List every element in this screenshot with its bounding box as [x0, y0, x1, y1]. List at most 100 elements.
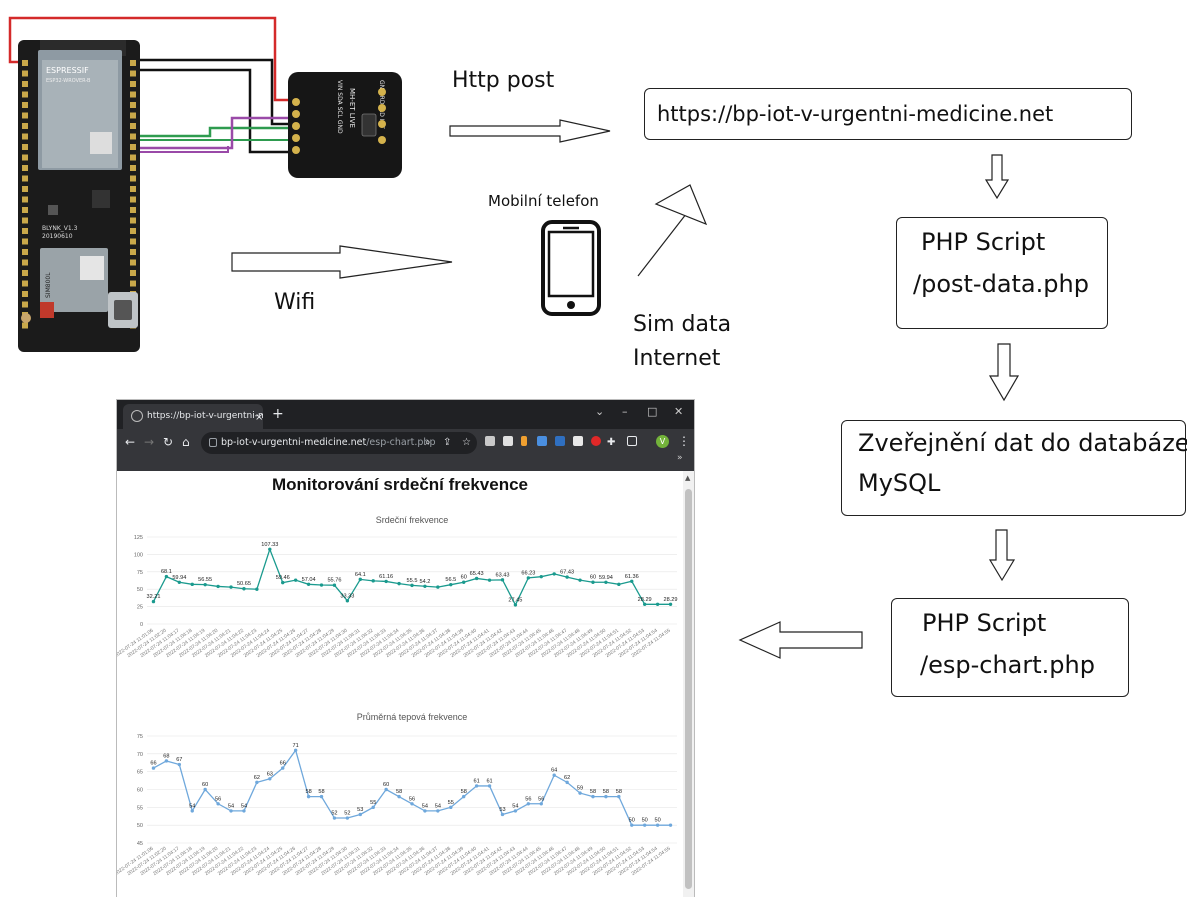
header-pin — [22, 280, 28, 287]
extension-icon-6[interactable] — [573, 436, 583, 446]
menu-kebab-icon[interactable]: ⋮ — [678, 434, 690, 448]
data-point — [539, 574, 543, 579]
arrow-down-2 — [988, 343, 1020, 402]
data-point — [526, 576, 531, 580]
data-point — [552, 773, 556, 777]
data-point — [358, 812, 362, 817]
data-label: 66 — [280, 761, 286, 767]
y-tick-label: 70 — [137, 752, 143, 758]
data-point — [397, 794, 401, 799]
scrollbar[interactable]: ▲ — [683, 471, 694, 897]
header-pin — [130, 270, 136, 276]
php-esp-chart-box: PHP Script /esp-chart.php — [891, 598, 1129, 697]
y-tick-label: 25 — [137, 605, 143, 611]
data-point — [436, 585, 440, 589]
new-tab-button[interactable]: + — [272, 406, 284, 422]
data-point — [630, 579, 634, 583]
browser-tab[interactable]: https://bp-iot-v-urgentni-medic × — [123, 404, 263, 429]
header-pin — [22, 259, 28, 266]
bookmarks-overflow-icon[interactable]: » — [677, 453, 683, 463]
data-point — [487, 784, 492, 788]
data-label: 50 — [642, 818, 648, 824]
data-label: 52 — [344, 811, 350, 817]
home-icon[interactable]: ⌂ — [182, 435, 190, 449]
page-title: Monitorování srdeční frekvence — [271, 475, 529, 494]
data-point — [487, 578, 492, 582]
arrow-sim-shaft — [637, 208, 691, 277]
extension-icon-3[interactable] — [521, 436, 527, 446]
data-point — [578, 791, 582, 795]
puzzle-icon[interactable]: ✚ — [607, 437, 616, 448]
header-pin — [130, 249, 136, 255]
y-tick-label: 0 — [140, 622, 143, 628]
data-label: 56 — [538, 796, 544, 802]
php-chart-title: PHP Script — [922, 609, 1047, 637]
data-label: 107.33 — [261, 542, 278, 548]
data-label: 53 — [499, 807, 505, 813]
data-point — [306, 582, 311, 587]
header-pin — [22, 322, 28, 329]
extension-icon-1[interactable] — [485, 436, 495, 446]
extension-icon-4[interactable] — [537, 436, 547, 446]
data-label: 67.43 — [560, 570, 574, 576]
data-label: 54 — [435, 803, 441, 809]
reload-icon[interactable]: ↻ — [163, 435, 174, 449]
mobile-phone-label: Mobilní telefon — [488, 192, 599, 210]
address-bar[interactable]: bp-iot-v-urgentni-medicine.net/esp-chart… — [201, 432, 477, 454]
db-name: MySQL — [858, 469, 941, 497]
close-tab-icon[interactable]: × — [255, 412, 263, 423]
data-label: 56 — [409, 796, 415, 802]
header-pin — [22, 186, 28, 192]
data-label: 58 — [590, 789, 596, 795]
header-pin — [130, 81, 136, 87]
scrollbar-thumb[interactable] — [685, 489, 692, 889]
data-label: 54 — [512, 803, 518, 809]
side-panel-icon[interactable] — [627, 436, 637, 446]
profile-avatar[interactable]: V — [656, 435, 669, 448]
board-name: BLYNK_V1.3 — [42, 225, 78, 232]
header-pin — [22, 123, 28, 129]
mysql-database-box: Zveřejnění dat do databáze MySQL — [841, 420, 1187, 516]
server-url: https://bp-iot-v-urgentni-medicine.net — [657, 102, 1054, 126]
scroll-up-icon[interactable]: ▲ — [685, 474, 691, 482]
tab-search-icon[interactable]: ⌄ — [595, 405, 605, 418]
browser-window: https://bp-iot-v-urgentni-medic × + ⌄ – … — [117, 400, 694, 897]
data-label: 59.94 — [172, 575, 186, 581]
esp32-board-illustration: ESPRESSIF ESP32-WROVER-B BLYNK_V1.3 2019… — [8, 16, 402, 352]
data-point — [630, 823, 634, 827]
mobile-phone-icon — [541, 220, 601, 316]
data-label: 63 — [267, 771, 273, 777]
data-point — [436, 809, 440, 813]
data-label: 55 — [448, 800, 454, 806]
data-point — [500, 812, 505, 817]
close-window-icon[interactable]: ✕ — [674, 405, 684, 418]
charts-area: Srdeční frekvence025507510012532.212022-… — [117, 515, 678, 877]
share-icon[interactable]: ⇪ — [443, 437, 452, 448]
php-post-data-box: PHP Script /post-data.php — [896, 217, 1108, 329]
back-icon[interactable]: ← — [125, 435, 136, 449]
forward-icon[interactable]: → — [144, 435, 155, 449]
sensor-pins: VIN SDA SCL GND — [336, 80, 343, 134]
bookmark-star-icon[interactable]: ☆ — [462, 437, 471, 448]
maximize-icon[interactable]: □ — [647, 405, 658, 418]
data-label: 59.94 — [599, 575, 613, 581]
header-pin — [22, 207, 28, 213]
data-point — [552, 572, 556, 576]
usb-chip — [92, 190, 110, 208]
data-label: 56.5 — [445, 577, 456, 583]
data-label: 56.55 — [198, 577, 212, 583]
extension-icon-7[interactable] — [591, 436, 601, 446]
extension-icon-2[interactable] — [503, 436, 513, 446]
server-url-box: https://bp-iot-v-urgentni-medicine.net — [644, 88, 1132, 140]
y-tick-label: 60 — [137, 788, 143, 794]
globe-icon — [131, 410, 143, 422]
data-point — [449, 582, 453, 587]
zoom-icon[interactable]: ⌕ — [425, 437, 431, 448]
php-chart-file: /esp-chart.php — [920, 651, 1095, 679]
data-point — [410, 583, 414, 588]
extension-icon-5[interactable] — [555, 436, 565, 446]
minimize-icon[interactable]: – — [622, 405, 628, 418]
data-point — [190, 582, 194, 587]
data-label: 63.43 — [495, 572, 509, 578]
chart-title: Srdeční frekvence — [376, 515, 449, 525]
